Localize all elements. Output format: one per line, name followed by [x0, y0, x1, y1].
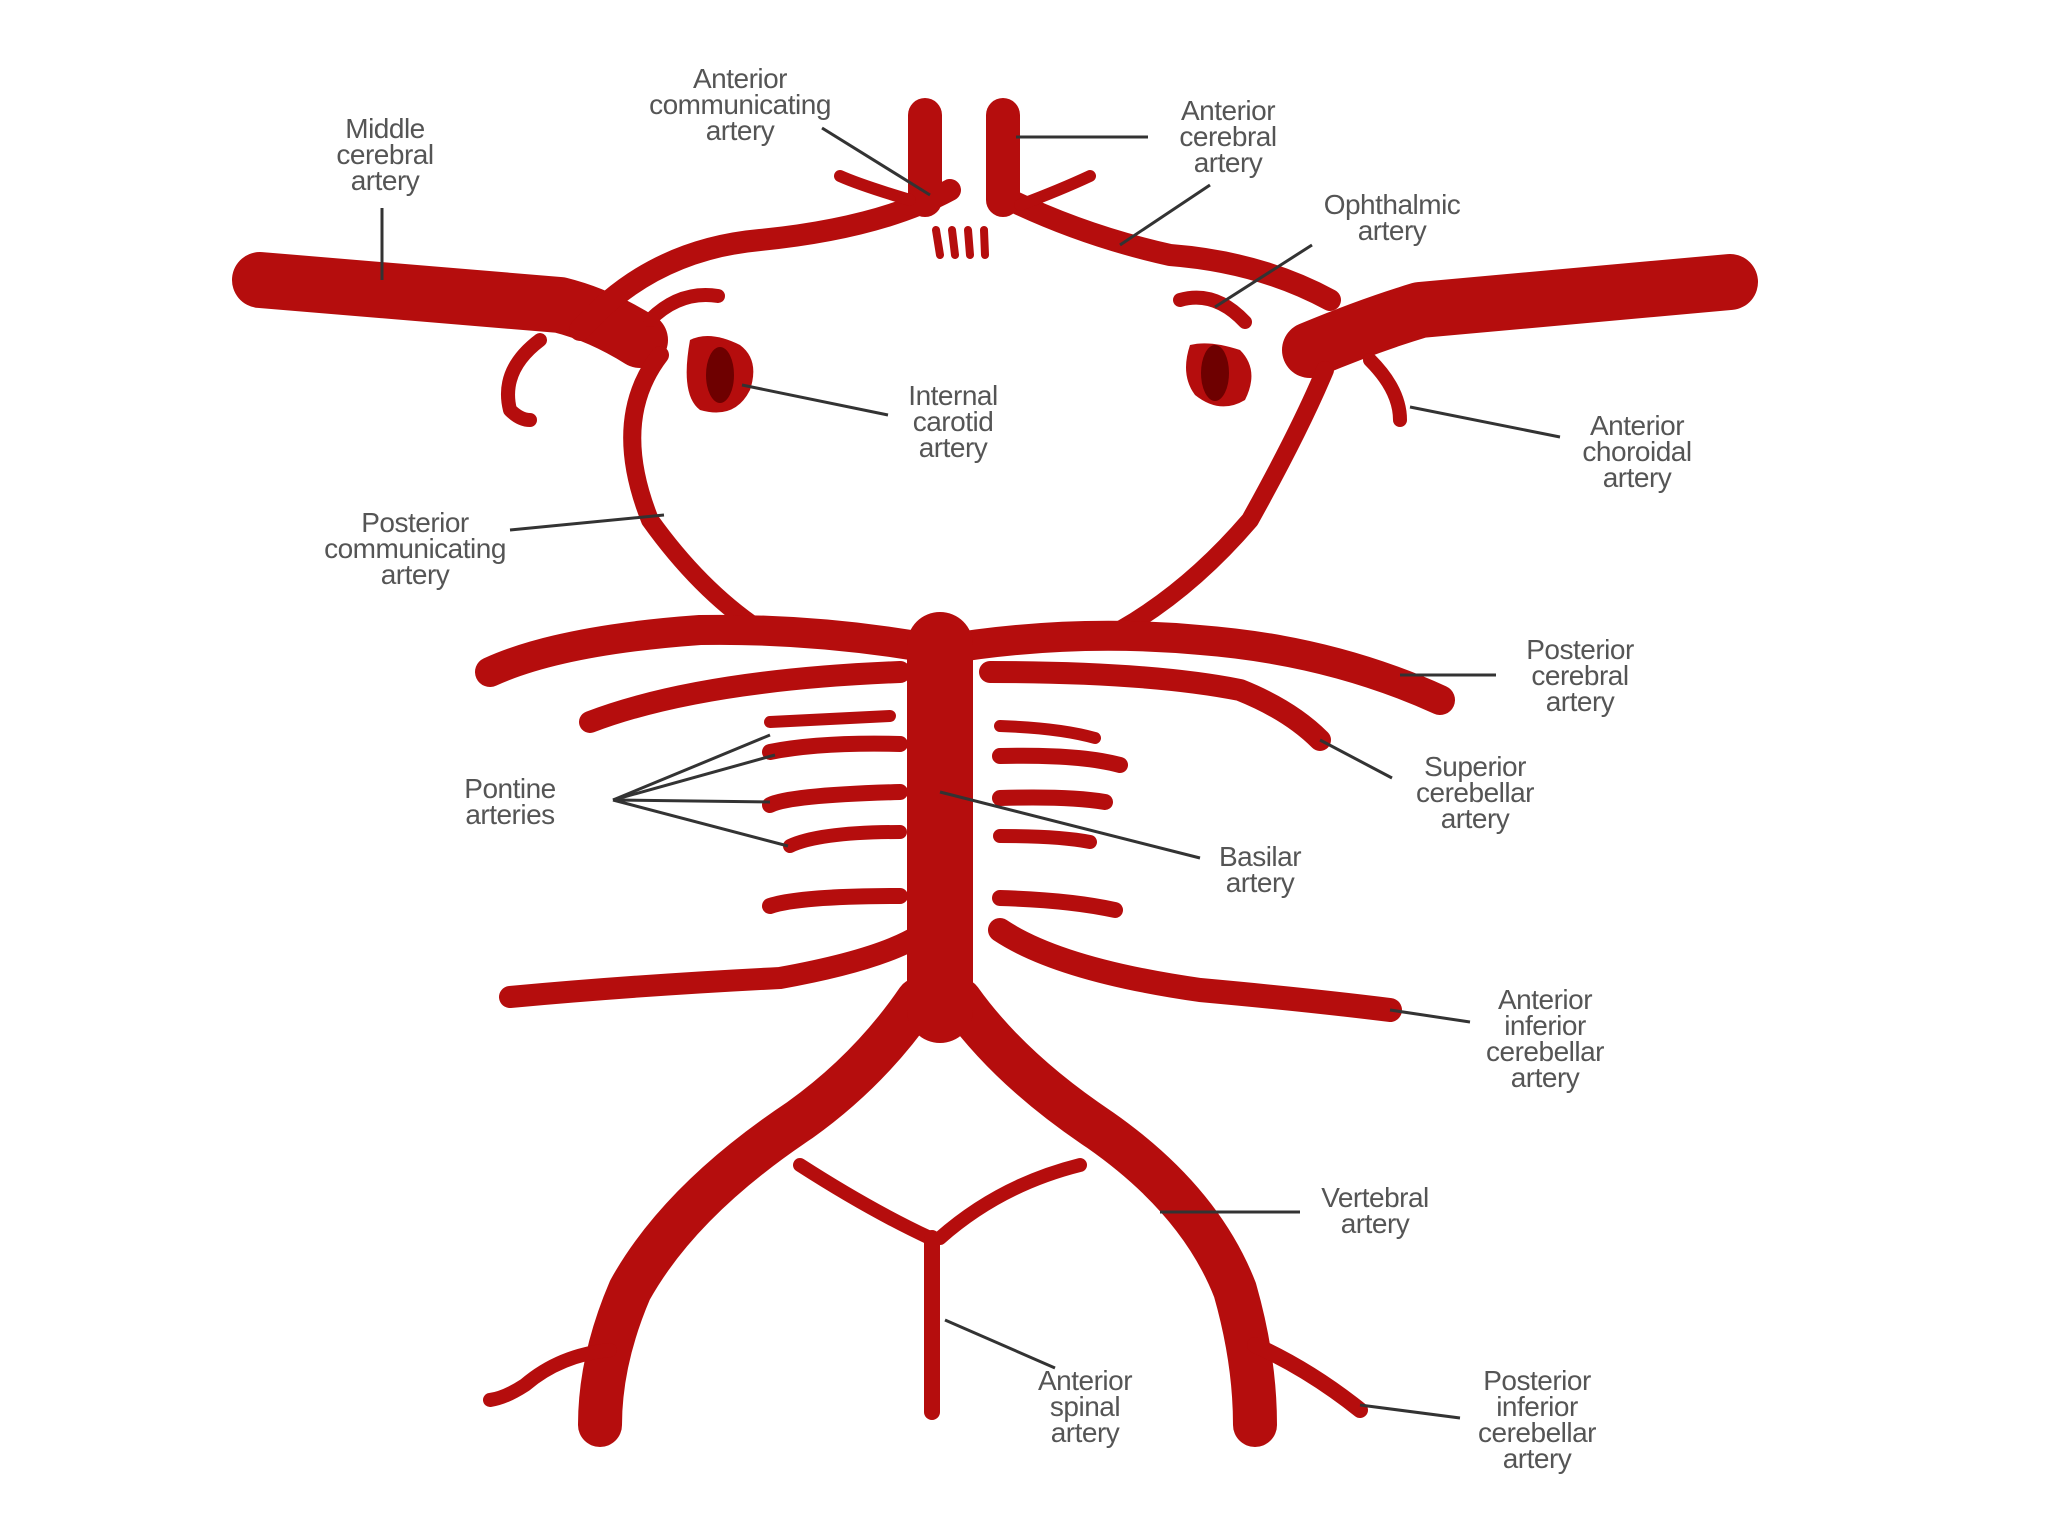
- anterior-cerebral-artery-right-a1: [989, 184, 1341, 311]
- pontine-artery-left-1: [764, 710, 896, 728]
- label-anterior-inferior-cerebellar-artery: Anterior inferior cerebellar artery: [1486, 984, 1604, 1093]
- anterior-choroidal-artery-left: [501, 333, 547, 427]
- pontine-artery-left-5: [762, 888, 908, 914]
- leader-pontine-3: [612, 798, 771, 804]
- superior-cerebellar-artery-right: [979, 661, 1331, 751]
- perforator-4: [980, 226, 989, 259]
- posterior-cerebral-artery-left: [475, 614, 955, 687]
- ophthalmic-artery-right: [1173, 290, 1252, 329]
- leader-posterior-inferior-cerebellar: [1359, 1403, 1461, 1420]
- anterior-cerebral-artery-left-a1: [569, 179, 961, 341]
- posterior-inferior-cerebellar-artery-left: [483, 1343, 617, 1407]
- label-internal-carotid-artery: Internal carotid artery: [908, 380, 998, 463]
- label-pontine-arteries: Pontine arteries: [464, 773, 556, 830]
- posterior-communicating-artery-right: [1111, 361, 1334, 639]
- anterior-choroidal-artery-right: [1363, 353, 1407, 427]
- label-superior-cerebellar-artery: Superior cerebellar artery: [1416, 751, 1534, 834]
- leader-posterior-communicating: [509, 513, 665, 532]
- acom-branch-left: [834, 170, 916, 206]
- pontine-artery-right-3: [992, 789, 1113, 810]
- label-middle-cerebral-artery: Middle cerebral artery: [336, 113, 434, 196]
- label-anterior-spinal-artery: Anterior spinal artery: [1037, 1365, 1133, 1448]
- leader-anterior-inferior-cerebellar: [1389, 1008, 1471, 1024]
- leader-anterior-communicating: [821, 126, 931, 197]
- anterior-spinal-branch-right: [933, 1158, 1087, 1245]
- leader-basilar: [939, 790, 1201, 860]
- anterior-inferior-cerebellar-artery-right: [988, 918, 1402, 1022]
- label-posterior-cerebral-artery: Posterior cerebral artery: [1526, 634, 1634, 717]
- ophthalmic-artery-left: [643, 288, 725, 327]
- internal-carotid-artery-left: [686, 336, 754, 413]
- pontine-artery-left-2: [762, 735, 908, 760]
- label-anterior-communicating-artery: Anterior communicating artery: [649, 63, 831, 146]
- internal-carotid-artery-right: [1186, 343, 1252, 407]
- label-anterior-choroidal-artery: Anterior choroidal artery: [1582, 410, 1692, 493]
- pontine-artery-left-4: [783, 825, 907, 853]
- pontine-artery-left-3: [762, 784, 908, 813]
- leader-anterior-spinal: [944, 1318, 1056, 1370]
- posterior-communicating-artery-left: [623, 346, 769, 639]
- leader-anterior-cerebral-2: [1119, 183, 1211, 247]
- label-posterior-communicating-artery: Posterior communicating artery: [324, 507, 506, 590]
- perforator-1: [932, 226, 944, 259]
- perforator-2: [948, 226, 959, 259]
- pontine-artery-right-2: [992, 747, 1128, 773]
- leader-pontine-1: [612, 733, 771, 802]
- label-posterior-inferior-cerebellar-artery: Posterior inferior cerebellar artery: [1478, 1365, 1596, 1474]
- pontine-artery-right-4: [993, 829, 1097, 849]
- leader-superior-cerebellar: [1319, 738, 1393, 780]
- middle-cerebral-artery-right: [1282, 254, 1758, 378]
- superior-cerebellar-artery-left: [579, 661, 911, 733]
- label-basilar-artery: Basilar artery: [1218, 841, 1302, 898]
- leader-pontine-2: [612, 753, 776, 802]
- label-ophthalmic-artery: Ophthalmic artery: [1323, 189, 1461, 246]
- pontine-artery-right-5: [992, 890, 1123, 918]
- anterior-inferior-cerebellar-artery-left: [499, 924, 931, 1008]
- perforator-3: [964, 226, 974, 259]
- posterior-inferior-cerebellar-artery-right: [1247, 1337, 1368, 1418]
- label-vertebral-artery: Vertebral artery: [1321, 1182, 1429, 1239]
- leader-ophthalmic: [1214, 243, 1313, 309]
- posterior-cerebral-artery-right: [925, 620, 1455, 715]
- anterior-spinal-branch-left: [793, 1158, 937, 1245]
- leader-anterior-choroidal: [1409, 405, 1561, 439]
- leader-internal-carotid: [741, 383, 889, 417]
- acom-branch-right: [1014, 170, 1096, 211]
- pontine-artery-right-1: [994, 720, 1101, 744]
- label-anterior-cerebral-artery: Anterior cerebral artery: [1179, 95, 1277, 178]
- leader-pontine-4: [612, 798, 789, 848]
